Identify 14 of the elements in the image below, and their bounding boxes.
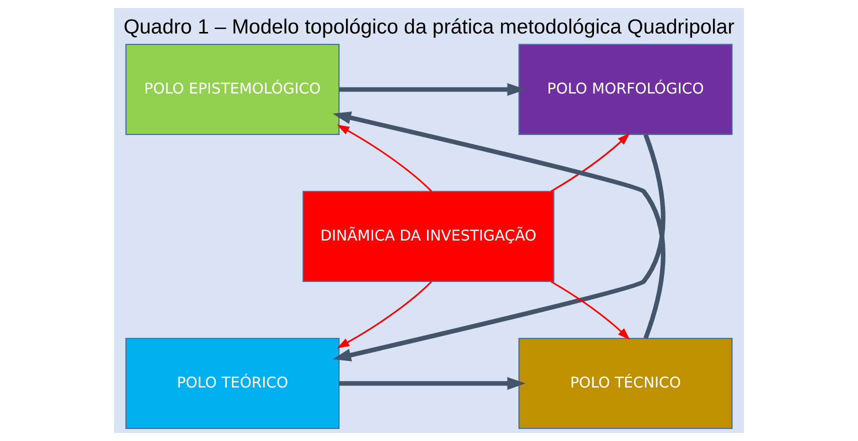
arrow <box>332 112 666 340</box>
arrow <box>550 280 630 340</box>
arrow <box>332 134 666 362</box>
arrow <box>339 83 526 96</box>
node-box: POLO TÉCNICO <box>518 338 733 429</box>
node-box: POLO EPISTEMOLÓGICO <box>125 44 340 136</box>
arrow <box>336 281 432 348</box>
node-box: DINÃMICA DA INVESTIGAÇÃO <box>302 190 554 282</box>
node-box: POLO TEÓRICO <box>125 338 340 429</box>
arrow <box>336 124 432 192</box>
arrow <box>550 133 630 192</box>
arrow <box>339 377 526 390</box>
node-box: POLO MORFOLÓGICO <box>518 44 733 136</box>
diagram-title: Quadro 1 – Modelo topológico da prática metodológica Quadripolar <box>124 16 734 39</box>
